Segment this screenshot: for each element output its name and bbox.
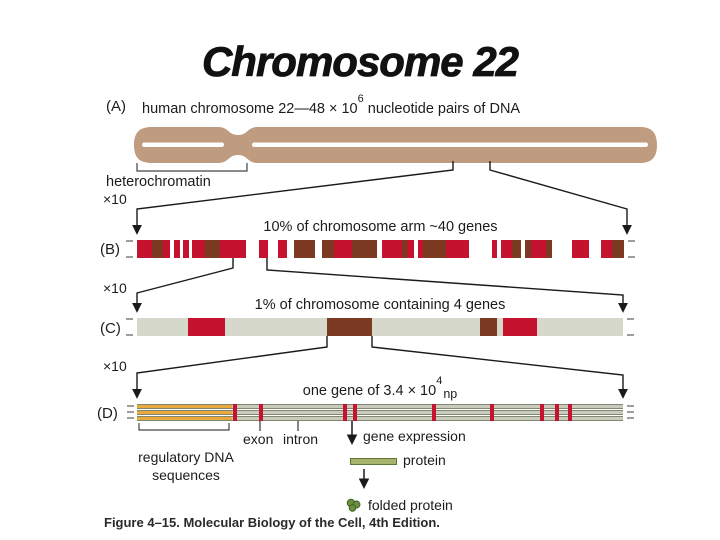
dna-strand-2 bbox=[137, 410, 623, 415]
c-gene-band-brown bbox=[327, 318, 373, 336]
b-band-red bbox=[406, 240, 415, 258]
panel-d-caption-pre: one gene of 3.4 × 10 bbox=[302, 382, 437, 399]
regulatory-dna-region bbox=[137, 405, 232, 408]
b-band-red bbox=[501, 240, 513, 258]
panel-d-label: (D) bbox=[97, 405, 118, 422]
slide-title: Chromosome 22 bbox=[201, 38, 520, 86]
panel-a-caption: human chromosome 22—48 × 106 nucleotide … bbox=[142, 93, 521, 117]
panel-c-bar bbox=[137, 318, 623, 336]
exon-tick bbox=[489, 404, 494, 421]
exon-intron-leaders bbox=[259, 421, 299, 431]
exon-tick bbox=[343, 404, 348, 421]
b-band-brown bbox=[512, 240, 522, 258]
b-band-red bbox=[278, 240, 287, 258]
exon-tick bbox=[233, 404, 238, 421]
zoom-x10-label-a: ×10 bbox=[103, 191, 127, 207]
exon-tick bbox=[554, 404, 559, 421]
b-band-brown bbox=[205, 240, 221, 258]
exon-tick bbox=[352, 404, 357, 421]
b-band-brown bbox=[151, 240, 163, 258]
b-band-red bbox=[137, 240, 152, 258]
b-band-white bbox=[468, 240, 492, 258]
c-gene-band-red bbox=[188, 318, 225, 336]
gene-expression-label: gene expression bbox=[363, 428, 466, 444]
heterochromatin-bracket bbox=[136, 163, 248, 172]
regulatory-dna-region bbox=[137, 411, 232, 414]
b-band-white bbox=[551, 240, 573, 258]
b-band-brown bbox=[352, 240, 378, 258]
regulatory-line1: regulatory DNA bbox=[138, 449, 234, 465]
figure-caption: Figure 4–15. Molecular Biology of the Ce… bbox=[104, 515, 440, 530]
panel-a-caption-pre: human chromosome 22—48 × 10 bbox=[142, 100, 358, 117]
b-band-red bbox=[162, 240, 171, 258]
b-band-red bbox=[333, 240, 353, 258]
dna-strand-3 bbox=[137, 416, 623, 421]
b-band-red bbox=[192, 240, 206, 258]
panel-b-bar bbox=[137, 240, 625, 258]
b-band-red bbox=[530, 240, 547, 258]
b-band-brown bbox=[294, 240, 316, 258]
exon-tick bbox=[258, 404, 263, 421]
b-band-red bbox=[220, 240, 247, 258]
b-band-white bbox=[246, 240, 259, 258]
b-band-white bbox=[268, 240, 279, 258]
exon-tick bbox=[539, 404, 544, 421]
b-band-red bbox=[572, 240, 589, 258]
exon-tick bbox=[432, 404, 436, 421]
protein-label: protein bbox=[403, 452, 446, 468]
panel-c-caption: 1% of chromosome containing 4 genes bbox=[254, 297, 506, 313]
regulatory-dna-label: regulatory DNA sequences bbox=[111, 448, 261, 484]
zoom-x10-label-b: ×10 bbox=[103, 280, 127, 296]
intron-label: intron bbox=[283, 431, 319, 447]
b-band-red bbox=[381, 240, 403, 258]
b-band-white bbox=[588, 240, 601, 258]
folded-protein-label: folded protein bbox=[368, 497, 453, 513]
chromosome-22-ideogram bbox=[134, 127, 657, 163]
regulatory-dna-region bbox=[137, 417, 232, 420]
b-band-red bbox=[259, 240, 269, 258]
panel-d-caption-sup: 4 bbox=[436, 375, 443, 387]
panel-d-caption-post: np bbox=[443, 386, 458, 401]
panel-b-caption: 10% of chromosome arm ~40 genes bbox=[263, 219, 498, 235]
protein-bar bbox=[350, 458, 397, 465]
c-gene-band-red bbox=[502, 318, 537, 336]
b-band-red bbox=[600, 240, 613, 258]
panel-b-label: (B) bbox=[100, 241, 120, 258]
panel-a-label: (A) bbox=[106, 98, 126, 115]
regulatory-line2: sequences bbox=[152, 467, 220, 483]
c-gene-band-brown bbox=[480, 318, 498, 336]
zoom-x10-label-c: ×10 bbox=[103, 358, 127, 374]
exon-label: exon bbox=[243, 431, 274, 447]
b-band-white bbox=[286, 240, 295, 258]
regulatory-bracket bbox=[138, 423, 230, 431]
folded-protein-icon bbox=[346, 498, 361, 512]
b-band-brown bbox=[422, 240, 446, 258]
dna-strand-1 bbox=[137, 404, 623, 409]
panel-a-caption-post: nucleotide pairs of DNA bbox=[363, 100, 521, 117]
exon-tick bbox=[568, 404, 573, 421]
b-band-brown bbox=[321, 240, 334, 258]
b-band-brown bbox=[612, 240, 625, 258]
panel-d-caption: one gene of 3.4 × 104np bbox=[137, 375, 623, 401]
panel-a-caption-sup: 6 bbox=[357, 93, 364, 105]
panel-d-gene-bar bbox=[137, 404, 623, 421]
heterochromatin-label: heterochromatin bbox=[106, 174, 211, 190]
b-band-red bbox=[445, 240, 469, 258]
panel-c-label: (C) bbox=[100, 320, 121, 337]
